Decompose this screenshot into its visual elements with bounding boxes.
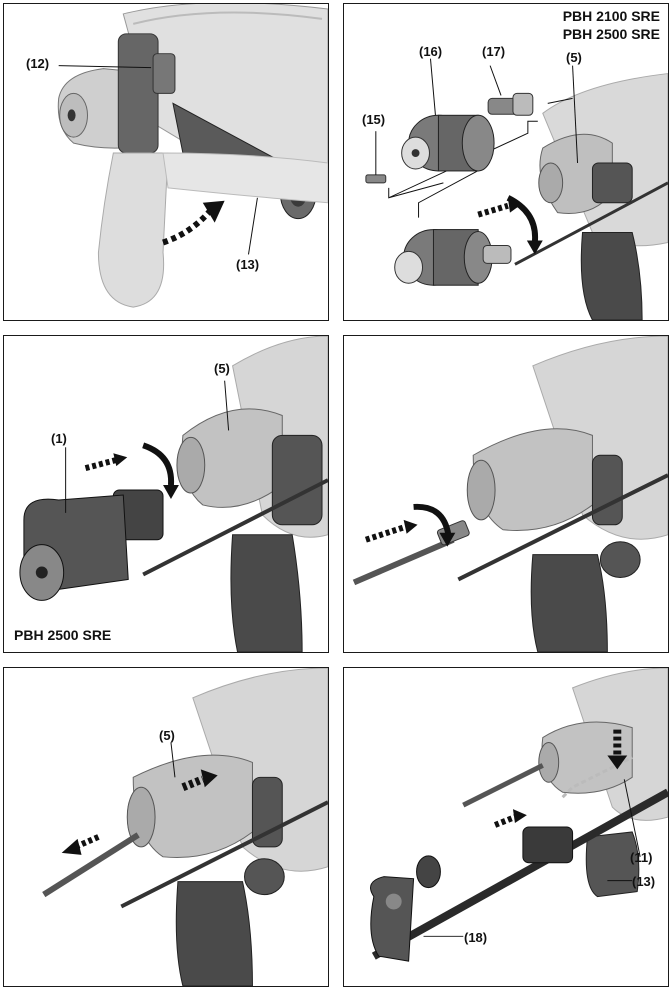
label-18: (18) <box>464 930 488 945</box>
model-name: PBH 2500 SRE <box>14 627 112 643</box>
label-12: (12) <box>26 56 50 71</box>
panel-keyless-chuck: (5) (1) PBH 2500 SRE <box>3 335 329 653</box>
label-13: (13) <box>236 257 260 272</box>
label-16: (16) <box>419 44 443 59</box>
label-15: (15) <box>362 112 386 127</box>
panel-remove-bit: (5) <box>3 667 329 987</box>
label-5: (5) <box>566 50 582 65</box>
label-1: (1) <box>51 431 67 446</box>
label-17: (17) <box>482 44 506 59</box>
illustration-chuck-adapter <box>365 58 668 320</box>
illustration-drill-handle <box>57 4 328 308</box>
model-name-1: PBH 2100 SRE <box>562 8 660 24</box>
label-13: (13) <box>632 874 656 889</box>
label-11: (11) <box>630 850 653 865</box>
panel-handle-mount: (12) (13) <box>3 3 329 321</box>
illustration-insert-bit <box>352 336 668 652</box>
illustration-remove-bit <box>42 668 328 986</box>
illustration-keyless-chuck <box>19 336 328 652</box>
label-5: (5) <box>159 728 175 743</box>
illustration-depth-stop <box>370 668 668 962</box>
panel-depth-stop: (11) (13) (18) <box>343 667 669 987</box>
label-5: (5) <box>214 361 230 376</box>
panel-insert-bit <box>343 335 669 653</box>
panel-chuck-adapter: PBH 2100 SRE PBH 2500 SRE (16) (17) (5) … <box>343 3 669 321</box>
model-name-2: PBH 2500 SRE <box>562 26 660 42</box>
